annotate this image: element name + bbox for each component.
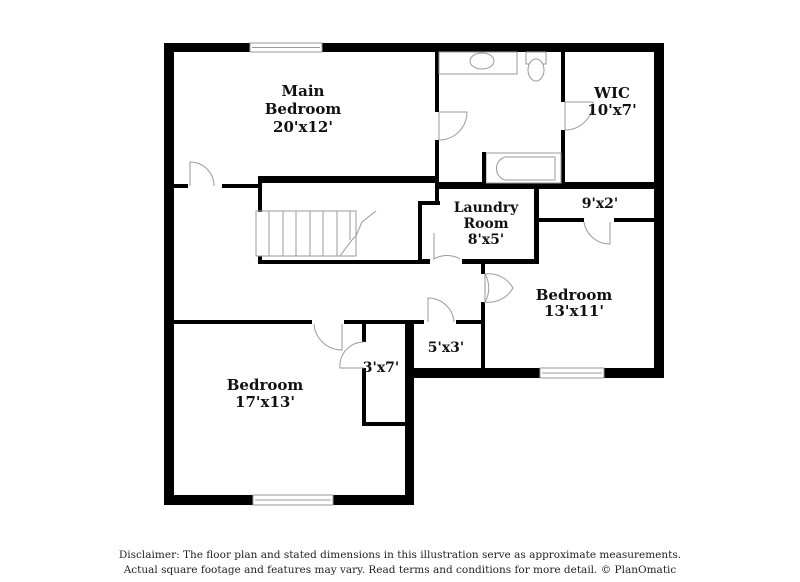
bedroom-13x11-label: Bedroom (536, 286, 613, 304)
bathroom-fixtures (438, 51, 562, 184)
wic-dimensions: 10'x7' (587, 101, 636, 119)
staircase (255, 210, 377, 257)
main-bedroom-dimensions: 20'x12' (273, 118, 333, 136)
main-bedroom-label: Main (282, 82, 325, 100)
disclaimer-line-1: Disclaimer: The floor plan and stated di… (118, 549, 682, 561)
wic-label: WIC (593, 84, 630, 102)
room-labels: Main Bedroom 20'x12' WIC 10'x7' Laundry … (227, 82, 637, 411)
laundry-room-label-2: Room (463, 216, 508, 232)
disclaimer: Disclaimer: The floor plan and stated di… (0, 548, 800, 578)
main-bedroom-label-2: Bedroom (265, 100, 342, 118)
laundry-room-dimensions: 8'x5' (468, 232, 504, 248)
windows (249, 42, 605, 506)
closet-5x3-dimensions: 5'x3' (428, 340, 464, 356)
closet-9x2-dimensions: 9'x2' (582, 196, 618, 212)
disclaimer-line-2: Actual square footage and features may v… (123, 564, 677, 576)
doors (189, 101, 611, 369)
bedroom-13x11-dimensions: 13'x11' (544, 302, 604, 320)
closet-3x7-dimensions: 3'x7' (363, 360, 399, 376)
bedroom-17x13-dimensions: 17'x13' (235, 393, 295, 411)
walls (164, 43, 664, 505)
laundry-room-label: Laundry (454, 200, 519, 216)
bedroom-17x13-label: Bedroom (227, 376, 304, 394)
